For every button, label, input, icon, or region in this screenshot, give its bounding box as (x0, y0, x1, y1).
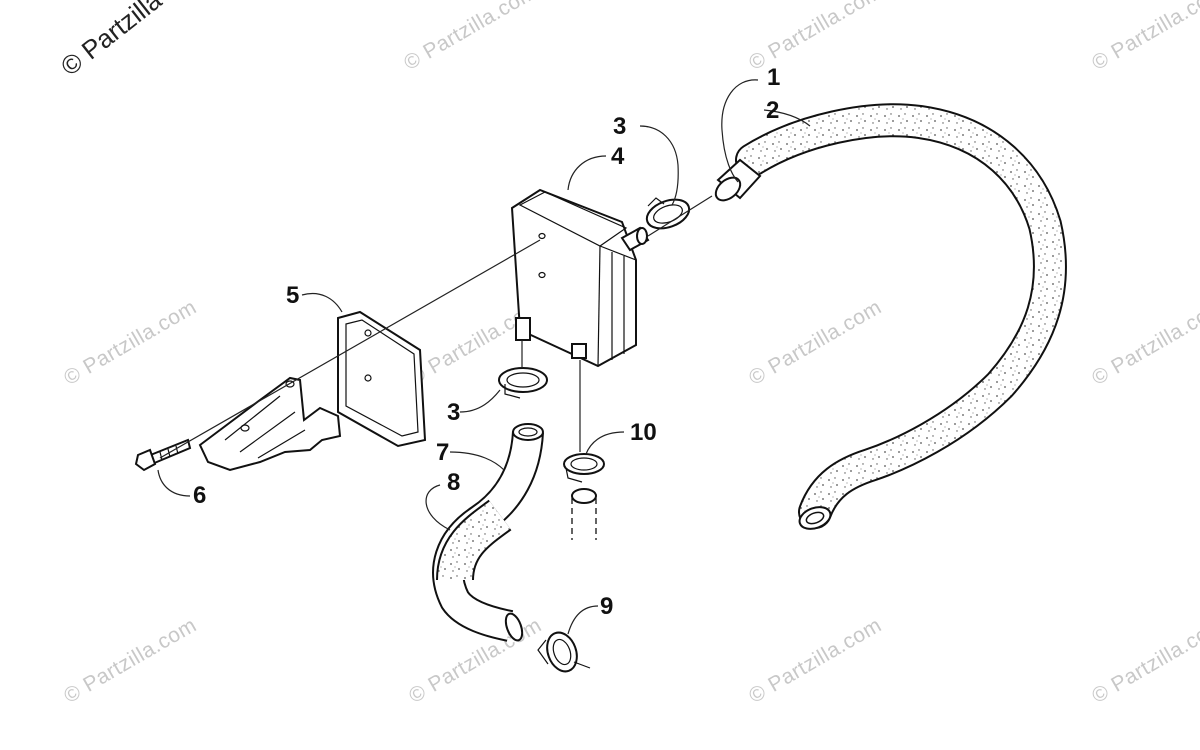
callout-4: 4 (611, 143, 625, 170)
callout-8: 8 (447, 469, 460, 496)
hose-fitting (714, 158, 762, 202)
assembly-lines (159, 195, 713, 459)
breather-tank (510, 188, 650, 368)
callout-5: 5 (286, 282, 299, 309)
callout-3-lower: 3 (447, 399, 460, 426)
callout-labels: 1 2 3 4 5 3 10 7 8 6 9 (193, 64, 780, 620)
callout-1: 1 (767, 64, 780, 91)
callout-3-upper: 3 (613, 113, 626, 140)
hose-clamp-bottom (537, 631, 591, 673)
hose-sleeve (436, 499, 512, 582)
callout-2: 2 (766, 97, 779, 124)
breather-hose-long (735, 103, 1067, 530)
mounting-bracket (198, 376, 342, 472)
callout-9: 9 (600, 593, 613, 620)
hose-clamp-upper (645, 197, 691, 230)
callout-10: 10 (630, 419, 657, 446)
callout-6: 6 (193, 482, 206, 509)
hose-clamp-mid (498, 367, 548, 399)
hose-stub (571, 488, 597, 540)
bolt (134, 438, 192, 472)
tank-cover (337, 310, 427, 448)
hose-clamp-right (563, 453, 605, 483)
leader-lines (157, 79, 811, 635)
callout-7: 7 (436, 439, 449, 466)
